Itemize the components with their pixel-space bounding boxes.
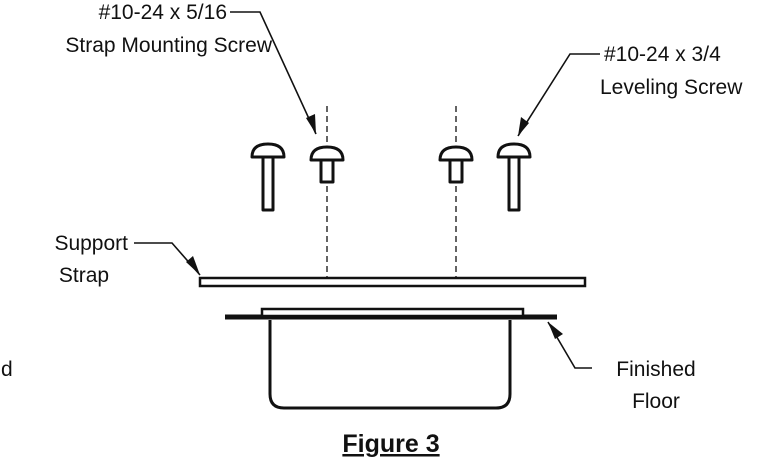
callout-support-strap: Support Strap [54,232,128,287]
strap-screw-size-label: #10-24 x 5/16 [99,1,227,24]
leveling-screw-size-label: #10-24 x 3/4 [604,43,721,66]
edge-text-fragment: d [1,358,13,381]
leveling-screw-arrowhead [518,117,529,136]
finished-floor-label-line2: Floor [632,390,680,413]
strap-screw-left [309,145,345,184]
center-lines [326,106,457,285]
strap-screw-arrowhead [306,114,316,134]
pan-flange [260,307,525,318]
finished-floor-arrowhead [548,322,563,339]
leveling-screw-name-label: Leveling Screw [600,76,743,99]
figure-caption: Figure 3 [342,430,439,458]
finished-floor-label-line1: Finished [616,358,695,381]
support-strap-arrowhead [186,256,200,275]
support-strap-label-line2: Strap [59,264,109,287]
leveling-screw-left [250,142,286,212]
callout-leveling-screw: #10-24 x 3/4 Leveling Screw [600,43,743,99]
support-strap [198,276,587,288]
callout-finished-floor: Finished Floor [616,358,695,413]
strap-screw-name-label: Strap Mounting Screw [65,34,272,57]
support-strap-label-line1: Support [54,232,128,255]
floor-pan [225,307,557,410]
pan-body [268,320,512,410]
leveling-screw-right [496,142,532,212]
strap-screw-right [438,145,474,184]
leveling-screw-leader [517,53,600,137]
callout-strap-screw: #10-24 x 5/16 Strap Mounting Screw [65,1,272,57]
screws [250,142,532,212]
arrowheads [186,114,563,339]
strap-screw-leader [230,11,317,135]
